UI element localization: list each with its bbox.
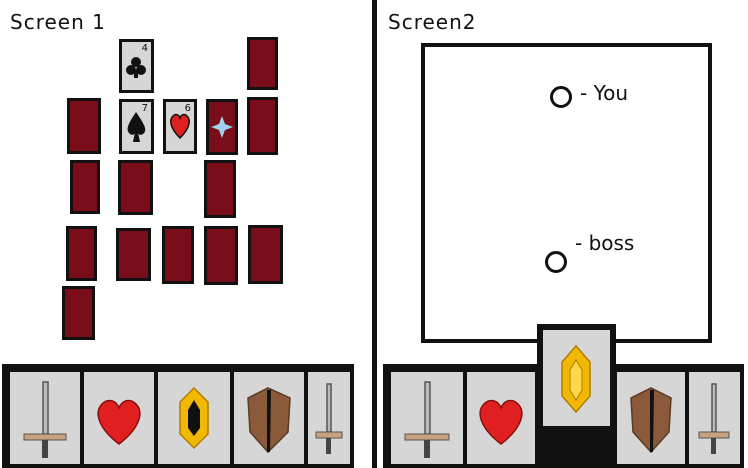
card-back[interactable] [70, 160, 100, 214]
card-back[interactable] [162, 226, 194, 284]
shield-icon [247, 387, 291, 454]
screen-divider [372, 0, 377, 468]
club-card[interactable]: 4 [119, 39, 154, 93]
hotbar-slot[interactable] [306, 370, 352, 466]
hotbar [383, 364, 744, 468]
battle-arena: - You - boss [421, 43, 712, 343]
card-back[interactable] [62, 286, 95, 340]
card-back[interactable] [247, 37, 278, 90]
gem-icon [179, 386, 209, 450]
sword-icon [404, 381, 450, 458]
card-rank: 7 [141, 103, 148, 114]
diamond-card[interactable] [206, 99, 238, 155]
player-label: - You [580, 81, 629, 105]
hotbar-slot[interactable] [232, 370, 306, 466]
selected-hotbar-slot-frame [537, 324, 616, 428]
sword-icon [23, 381, 67, 458]
card-rank: 4 [141, 43, 148, 54]
card-back[interactable] [248, 225, 283, 284]
card-back[interactable] [118, 160, 153, 215]
card-back[interactable] [247, 97, 278, 155]
card-back[interactable] [204, 226, 238, 285]
shield-icon [630, 387, 672, 454]
spade-icon [127, 112, 146, 142]
hotbar-slot[interactable] [687, 370, 742, 466]
player-token[interactable] [550, 86, 572, 108]
spade-card[interactable]: 7 [119, 99, 154, 154]
hotbar [2, 364, 354, 468]
hotbar-slot[interactable] [389, 370, 465, 466]
boss-label: - boss [575, 231, 635, 255]
card-back[interactable] [116, 228, 151, 281]
card-rank: 6 [184, 103, 191, 114]
screen2-title: Screen2 [388, 10, 477, 34]
card-back[interactable] [204, 160, 236, 218]
heart-card[interactable]: 6 [163, 99, 197, 154]
boss-token[interactable] [545, 251, 567, 273]
screen1-title: Screen 1 [10, 10, 106, 34]
gem-icon [561, 344, 591, 414]
diamond-icon [211, 116, 233, 138]
hotbar-slot[interactable] [8, 370, 82, 466]
heart-icon [479, 399, 523, 445]
card-back[interactable] [66, 226, 97, 281]
heart-icon [97, 399, 141, 445]
hotbar-slot[interactable] [615, 370, 687, 466]
hotbar-slot[interactable] [156, 370, 232, 466]
sword-icon [315, 383, 343, 454]
hotbar-slot[interactable] [465, 370, 537, 466]
sword-icon [698, 383, 730, 454]
hotbar-slot[interactable] [82, 370, 156, 466]
hotbar-slot-selected[interactable] [541, 328, 612, 428]
card-back[interactable] [67, 98, 101, 154]
heart-icon [170, 113, 190, 140]
club-icon [126, 57, 146, 78]
